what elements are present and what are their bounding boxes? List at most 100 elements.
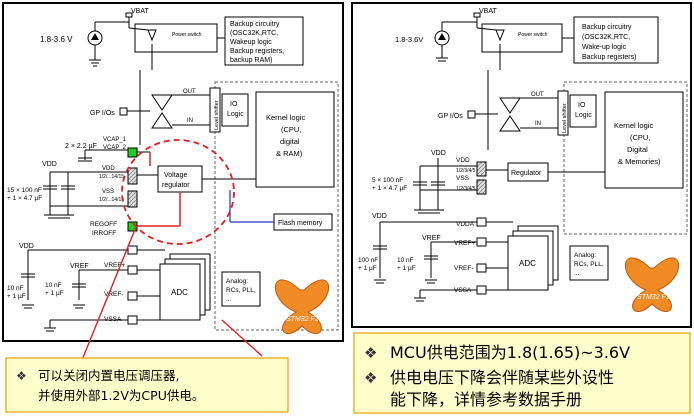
note-left-box (5, 357, 289, 413)
left-vref-plus: VREF+ (104, 262, 125, 269)
left-vss-label: VSS (102, 189, 114, 195)
note-left-line1: 可以关闭内置电压调压器, (38, 368, 179, 383)
left-regoff-label: REGOFF (90, 221, 117, 228)
left-in-label: IN (187, 118, 193, 124)
left-dd-pins: 1/2/...14/15 (99, 174, 124, 180)
left-analog-text: Analog: RCs, PLL, ... (226, 278, 257, 303)
note-right-box (353, 332, 691, 414)
left-irroff-label: IRROFF (92, 230, 116, 237)
right-io-logic-text: IO Logic (575, 102, 592, 119)
left-vdda-label: VDD (19, 243, 34, 250)
right-analog-text: Analog: RCs, PLL, ... (574, 252, 605, 277)
left-adc-label: ADC (171, 288, 188, 297)
left-kernel-text: Kernel logic (CPU, digital & RAM) (266, 113, 307, 158)
right-panel: VBAT 1.8-3.6V Power switch Backup circui… (351, 2, 692, 328)
left-level-shifter (209, 87, 221, 133)
right-power-switch-box (481, 23, 563, 53)
left-caps-a2: 10 nF + 1 µF (45, 282, 64, 297)
right-vref-minus: VREF- (454, 265, 474, 272)
left-flash-label: Flash memory (278, 220, 323, 227)
right-backup-text: Backup circuitry (OSC32K,RTC, Wake-up lo… (582, 24, 636, 61)
note-left-bullet: ❖ (16, 369, 27, 383)
right-vbat-label: VBAT (479, 8, 497, 15)
left-vdd-pads (127, 167, 138, 185)
note-left: ❖ 可以关闭内置电压调压器, 并使用外部1.2V为CPU供电。 (5, 357, 289, 413)
right-adc-box (507, 235, 549, 291)
right-out-label: OUT (531, 92, 544, 98)
right-vdd-top-label: VDD (431, 150, 446, 157)
left-vcap1: VCAP_1 (103, 137, 127, 143)
right-adc-label: ADC (519, 259, 536, 268)
left-vcap2: VCAP_2 (103, 145, 127, 151)
right-stm32-badge: STM32 F1 (624, 257, 680, 312)
right-kernel-box (604, 91, 684, 189)
left-adc-box (159, 263, 201, 321)
left-analog-box (221, 271, 261, 307)
left-vref-minus: VREF- (104, 291, 124, 298)
right-vref-label: VREF (422, 235, 441, 242)
left-gpios-label: GP I/Os (90, 110, 115, 117)
left-panel: VBAT 1.8-3.6 V Power switch Backup circu… (2, 2, 344, 361)
right-analog-box (569, 245, 609, 281)
right-dd-label: VDD (456, 157, 470, 164)
left-backup-box (224, 16, 304, 66)
right-backup-box (573, 16, 659, 64)
right-caps-a1: 100 nF + 1 µF (358, 257, 380, 272)
right-vss-label: VSS (456, 175, 470, 182)
note-left-line2: 并使用外部1.2V为CPU供电。 (38, 388, 204, 403)
right-vdda-label: VDDA (456, 221, 475, 228)
left-highlight-circle (121, 139, 235, 245)
right-io-logic-box (569, 94, 597, 128)
right-level-shifter-label: Level shifter (562, 103, 568, 133)
right-kernel-text: Kernel logic (CPU, Digital & Memories) (614, 121, 661, 166)
left-dd-label: VDD (102, 166, 115, 172)
left-battery-range: 1.8-3.6 V (40, 35, 73, 44)
left-out-buffer (151, 94, 173, 111)
left-io-logic-box (221, 93, 249, 127)
note-right-line1: MCU供电范围为1.8(1.65)~3.6V (390, 343, 630, 362)
left-power-switch-box (134, 23, 218, 53)
left-caps-vdd: 15 × 100 nF + 1 × 4.7 µF (7, 187, 44, 202)
note-right-line2b: 能下降，详情参考数据手册 (390, 390, 582, 409)
left-vbat-label: VBAT (131, 8, 149, 15)
right-level-shifter (557, 90, 569, 136)
right-caps-a2: 10 nF + 1 µF (397, 257, 416, 272)
right-badge-label: STM32 F1 (637, 294, 670, 301)
left-vcap-pad (127, 147, 138, 158)
left-ss-pins: 1/2/...14/15 (99, 197, 124, 203)
left-in-buffer (151, 112, 173, 129)
right-power-switch-label: Power switch (518, 32, 548, 38)
note-right-bullet-2: ❖ (364, 369, 377, 387)
left-cap-label: 2 × 2.2 µF (65, 143, 97, 150)
right-vdd-analog-label: VDD (372, 213, 387, 220)
left-voltage-regulator (157, 165, 203, 193)
note-right: ❖ MCU供电范围为1.8(1.65)~3.6V ❖ 供电电压下降会伴随某些外设… (353, 332, 691, 414)
left-vdd-label: VDD (42, 161, 57, 168)
left-caps-a1: 10 nF + 1 µF (7, 285, 26, 300)
right-gpios-label: GP I/Os (438, 113, 463, 120)
left-dashed-boundary (214, 81, 339, 331)
note-right-bullet-1: ❖ (364, 344, 377, 362)
right-ss-pins: 1/2/3/4/5 (456, 186, 476, 192)
left-out-label: OUT (183, 89, 196, 95)
left-vss-pads (127, 190, 138, 208)
right-caps-vdd: 5 × 100 nF + 1 × 4.7 µF (372, 177, 407, 192)
right-in-label: IN (535, 121, 541, 127)
right-vdd-pads (476, 161, 487, 177)
right-regulator-label: Regulator (511, 170, 542, 177)
left-regulator-text: Voltage regulator (162, 172, 190, 189)
right-dashed-boundary (563, 81, 688, 235)
left-kernel-box (255, 91, 335, 188)
left-stm32-badge: STM32 F2 (274, 279, 330, 334)
left-power-switch-label: Power switch (172, 32, 202, 38)
left-io-logic-text: IO Logic (227, 101, 244, 118)
right-vref-plus: VREF+ (454, 240, 475, 247)
note-right-line2a: 供电电压下降会伴随某些外设性 (390, 368, 614, 387)
right-out-buffer (499, 97, 521, 114)
right-vss-pads (476, 179, 487, 195)
left-backup-text: Backup circuitry (OSC32K,RTC, Wakeup log… (230, 21, 286, 64)
left-vref-label: VREF (70, 263, 89, 270)
left-level-shifter-label: Level shifter (214, 100, 220, 130)
right-in-buffer (499, 115, 521, 132)
